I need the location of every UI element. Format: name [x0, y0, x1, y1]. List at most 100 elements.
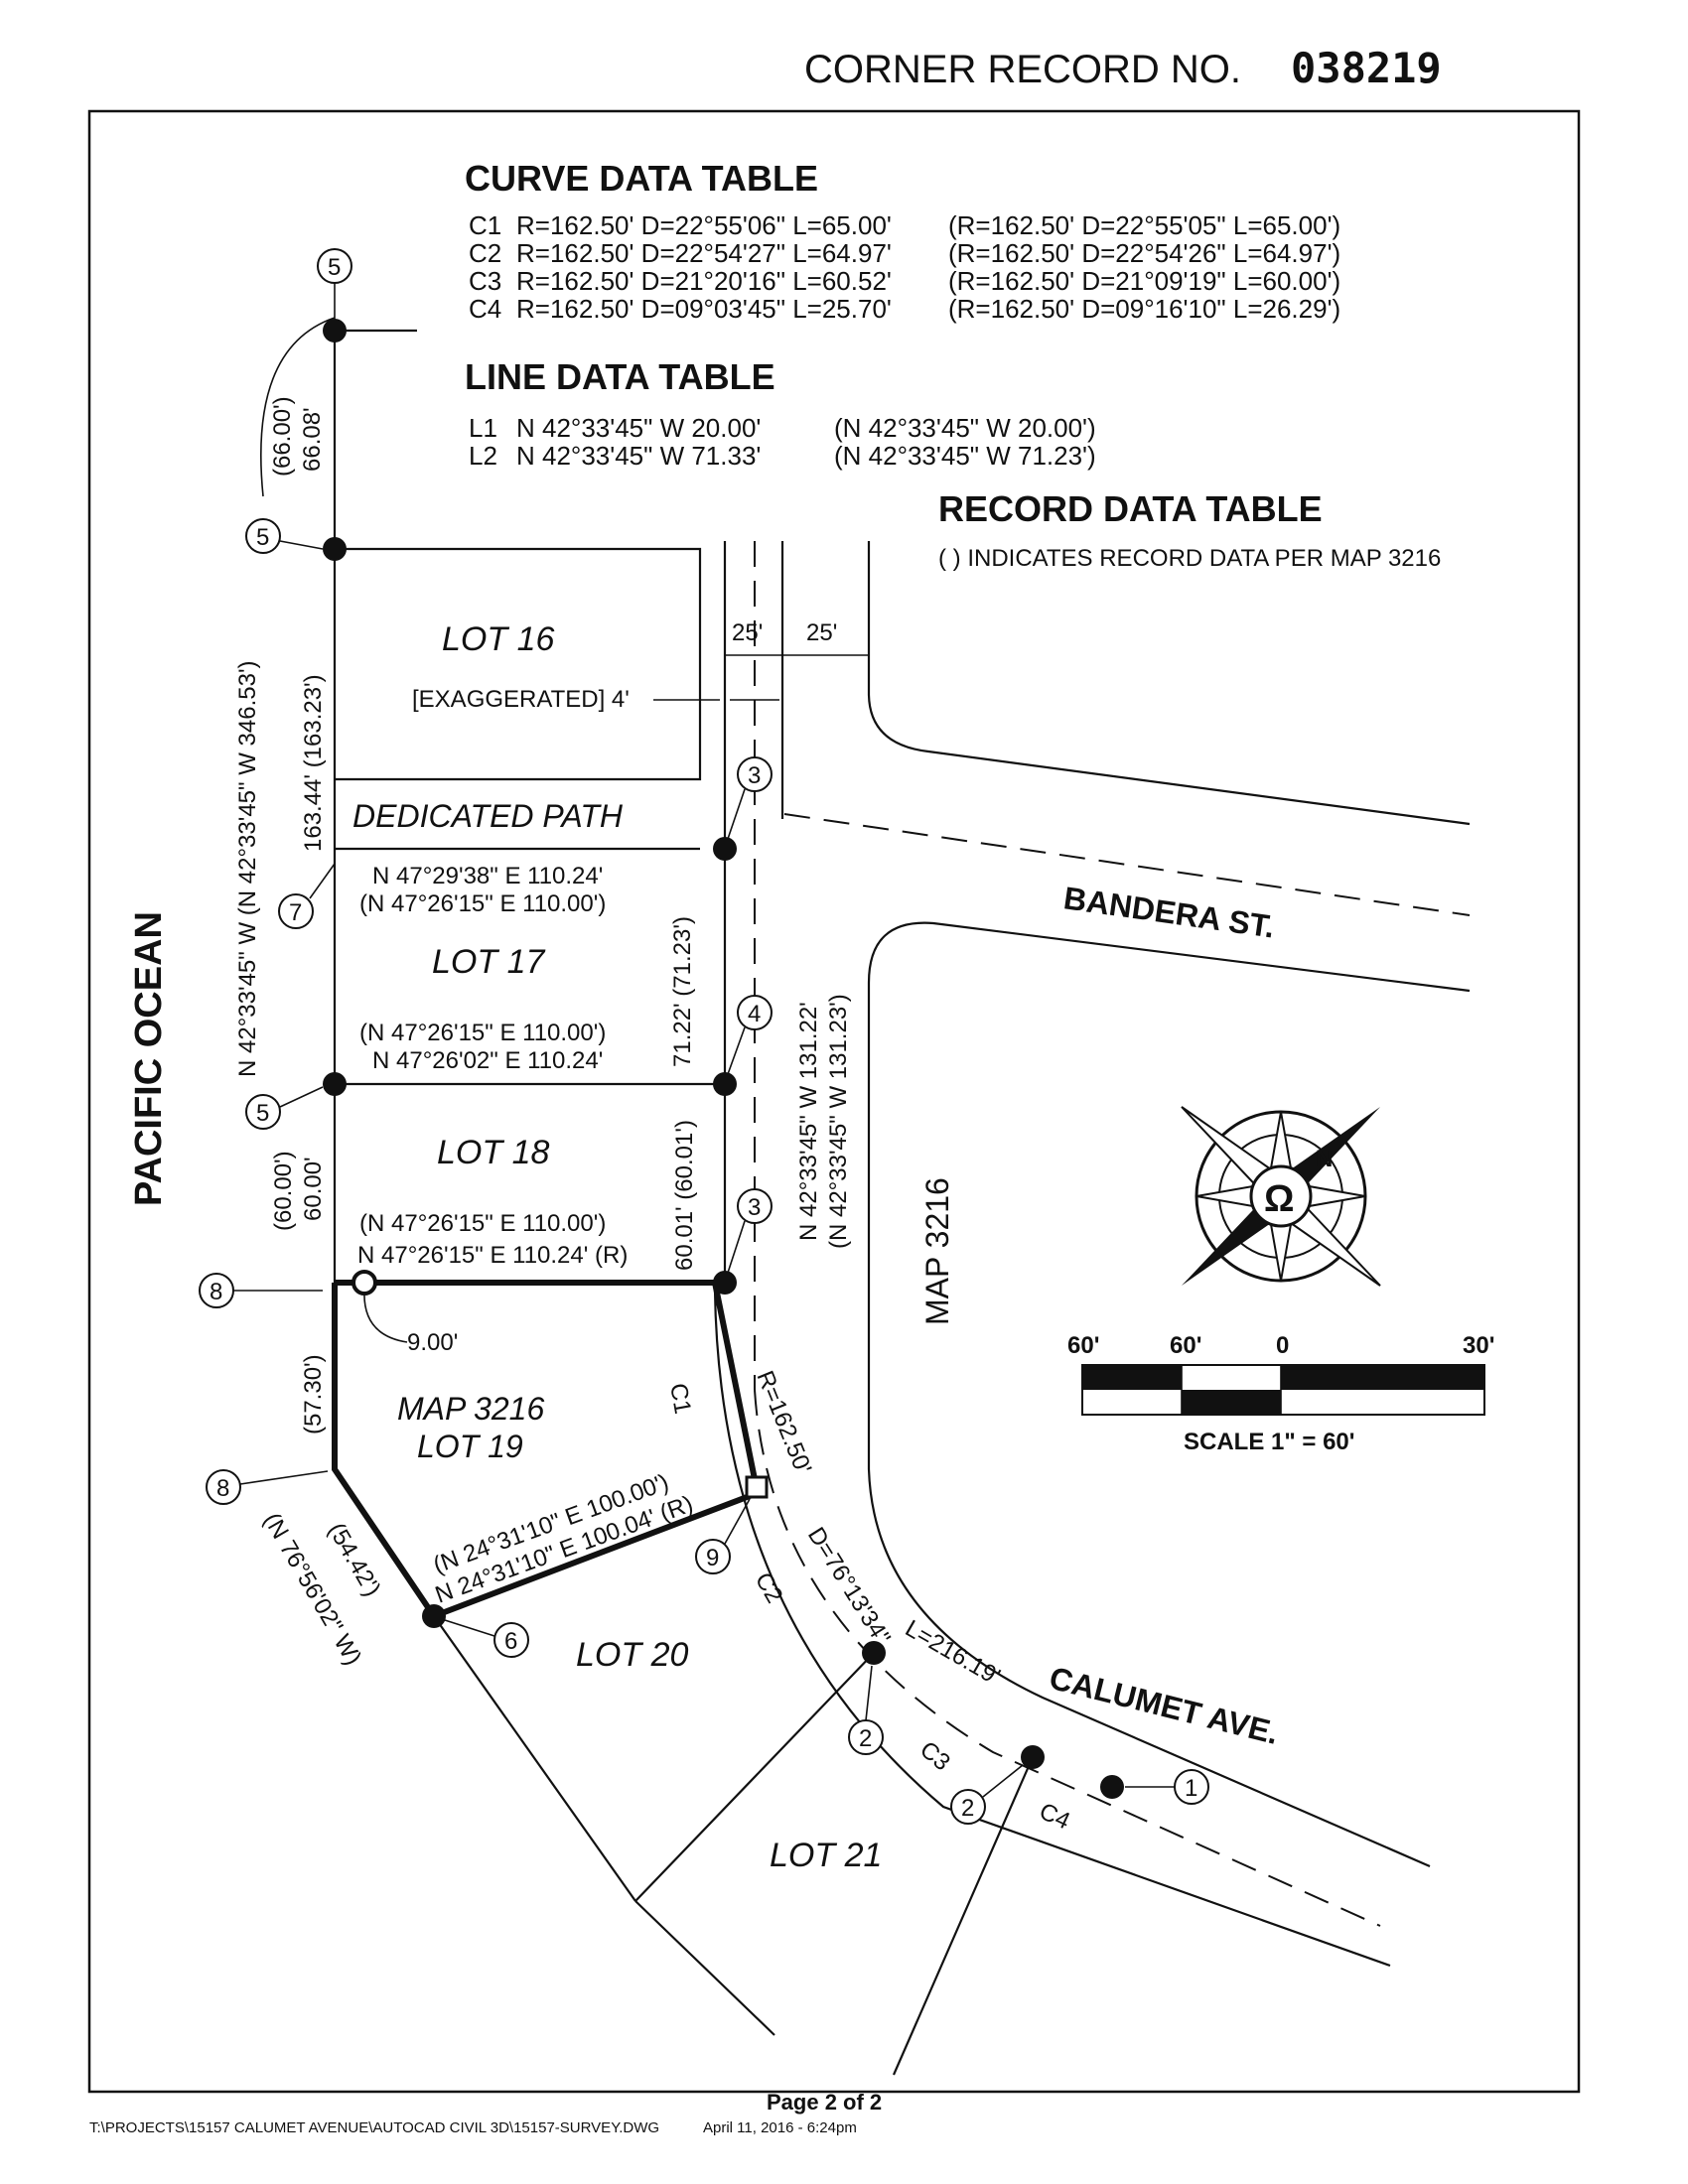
- monument-callout-2: 2: [950, 1764, 1024, 1825]
- curve-row-calc: R=162.50' D=22°54'27" L=64.97': [516, 238, 892, 268]
- monument-callout-6: 6: [444, 1619, 529, 1658]
- sheet-border: [87, 109, 1581, 2094]
- line-row-id: L2: [469, 441, 497, 471]
- west-lot16-dim: 163.44' (163.23'): [300, 674, 327, 852]
- callout-number: 3: [748, 1194, 761, 1221]
- callout-number: 5: [256, 1100, 269, 1127]
- bandera-centerline: [783, 813, 1471, 916]
- calumet-south-line: [713, 1290, 1391, 1968]
- callout-number: 5: [328, 254, 341, 281]
- scale-bar: 60' 60' 0 30' SCALE 1" = 60': [1067, 1332, 1494, 1455]
- lot21-label: LOT 21: [770, 1837, 882, 1874]
- monument-callout-4: 4: [727, 995, 773, 1075]
- monument-point: [323, 319, 347, 342]
- monument-point: [713, 1271, 737, 1295]
- offset-leader: [363, 1290, 408, 1343]
- exaggerated-label: [EXAGGERATED] 4': [412, 686, 630, 713]
- scale-label: SCALE 1" = 60': [1184, 1429, 1355, 1455]
- lot17-east-dim: 71.22' (71.23'): [669, 916, 696, 1067]
- monument-callout-5: 5: [317, 248, 352, 320]
- calumet-avenue-label: CALUMET AVE.: [1046, 1660, 1282, 1751]
- curve-data-table: CURVE DATA TABLE C1 R=162.50' D=22°55'06…: [465, 158, 1340, 324]
- monument-callout-1: 1: [1125, 1769, 1209, 1805]
- scale-tick: 60': [1067, 1332, 1099, 1359]
- curve-table-title: CURVE DATA TABLE: [465, 158, 818, 199]
- dedicated-path-label: DEDICATED PATH: [352, 798, 624, 834]
- line-data-table: LINE DATA TABLE L1 N 42°33'45" W 20.00' …: [465, 356, 1096, 471]
- line-table-title: LINE DATA TABLE: [465, 356, 775, 397]
- curve-row-record: (R=162.50' D=22°54'26" L=64.97'): [948, 238, 1340, 268]
- callout-number: 6: [504, 1628, 517, 1655]
- curve-row-calc: R=162.50' D=09°03'45" L=25.70': [516, 294, 892, 324]
- monument-point: [422, 1604, 446, 1628]
- monument-callout-5: 5: [245, 1086, 324, 1130]
- lot21-east-line: [892, 1756, 1035, 2076]
- lot21-west-line: [634, 1900, 775, 2036]
- row-width-west: 25': [732, 619, 763, 646]
- callout-number: 8: [216, 1475, 229, 1502]
- corner-record-number: 038219: [1291, 44, 1442, 92]
- callout-number: 7: [289, 899, 302, 926]
- curve-row-record: (R=162.50' D=21°09'19" L=60.00'): [948, 266, 1340, 296]
- line-row-id: L1: [469, 413, 497, 443]
- west-lot18-calc: 60.00': [300, 1157, 327, 1221]
- record-table-note: ( ) INDICATES RECORD DATA PER MAP 3216: [938, 545, 1441, 572]
- lot16-label: LOT 16: [442, 620, 554, 658]
- lot16-boundary: [335, 547, 702, 781]
- monument-point: [1100, 1775, 1124, 1799]
- line-row-calc: N 42°33'45" W 71.33': [516, 441, 761, 471]
- callout-number: 8: [210, 1279, 222, 1305]
- map3216-label: MAP 3216: [919, 1177, 955, 1325]
- curve-row-id: C2: [469, 238, 501, 268]
- monument-callout-3: 3: [727, 1188, 773, 1274]
- corner-record-label: CORNER RECORD NO.: [804, 48, 1241, 91]
- centerline-bearing: N 42°33'45" W 131.22': [795, 1002, 822, 1241]
- square-monument-point: [745, 1475, 769, 1499]
- compass-symbol: Ω: [1264, 1178, 1294, 1220]
- monument-point: [713, 1072, 737, 1096]
- north-arrow-compass: Ω N: [1181, 1106, 1381, 1287]
- lot17-north-record: (N 47°26'15" E 110.00'): [359, 890, 606, 917]
- l1-record: (66.00'): [269, 396, 296, 477]
- lot18-label: LOT 18: [437, 1134, 549, 1171]
- monument-callout-8: 8: [199, 1273, 323, 1308]
- lot17-north-bearing: N 47°29'38" E 110.24': [372, 863, 603, 889]
- bandera-street-label: BANDERA ST.: [1061, 880, 1277, 944]
- line-row-record: (N 42°33'45" W 71.23'): [834, 441, 1096, 471]
- scale-tick: 60': [1170, 1332, 1201, 1359]
- curve-radius: R=162.50': [751, 1367, 816, 1477]
- monument-callout-9: 9: [695, 1498, 751, 1574]
- lot20-21-line: [634, 1652, 875, 1902]
- monument-callout-7: 7: [278, 863, 336, 929]
- curve-row-id: C1: [469, 210, 501, 240]
- curve-row-record: (R=162.50' D=09°16'10" L=26.29'): [948, 294, 1340, 324]
- callout-number: 4: [748, 1001, 761, 1027]
- lot20-west-line: [433, 1615, 636, 1902]
- callout-number: 2: [961, 1795, 974, 1822]
- print-date: April 11, 2016 - 6:24pm: [703, 2119, 857, 2136]
- monument-callout-3: 3: [727, 756, 773, 840]
- line-row-calc: N 42°33'45" W 20.00': [516, 413, 761, 443]
- callout-number: 1: [1185, 1775, 1197, 1802]
- record-table-title: RECORD DATA TABLE: [938, 488, 1323, 529]
- lot18-south-bearing: N 47°26'15" E 110.24' (R): [357, 1242, 628, 1269]
- bandera-north-line: [867, 541, 1471, 826]
- open-monument-point: [352, 1270, 377, 1296]
- lot17-label: LOT 17: [432, 943, 545, 981]
- lot19-map-label: MAP 3216: [397, 1391, 544, 1427]
- line-row-record: (N 42°33'45" W 20.00'): [834, 413, 1096, 443]
- page-number: Page 2 of 2: [767, 2090, 882, 2115]
- curve-row-calc: R=162.50' D=22°55'06" L=65.00': [516, 210, 892, 240]
- calumet-north-line: [867, 1468, 1431, 1868]
- compass-north-label: N: [1316, 1146, 1333, 1172]
- monument-point: [713, 837, 737, 861]
- callout-number: 5: [256, 524, 269, 551]
- curve-row-calc: R=162.50' D=21°20'16" L=60.52': [516, 266, 892, 296]
- monument-callout-2: 2: [848, 1665, 884, 1755]
- west-overall-bearing: N 42°33'45" W (N 42°33'45" W 346.53'): [234, 660, 261, 1077]
- curve-length: L=216.19': [901, 1615, 1005, 1691]
- l1-leader: [260, 317, 336, 497]
- monument-point: [1021, 1745, 1045, 1769]
- monument-callout-5: 5: [245, 518, 324, 554]
